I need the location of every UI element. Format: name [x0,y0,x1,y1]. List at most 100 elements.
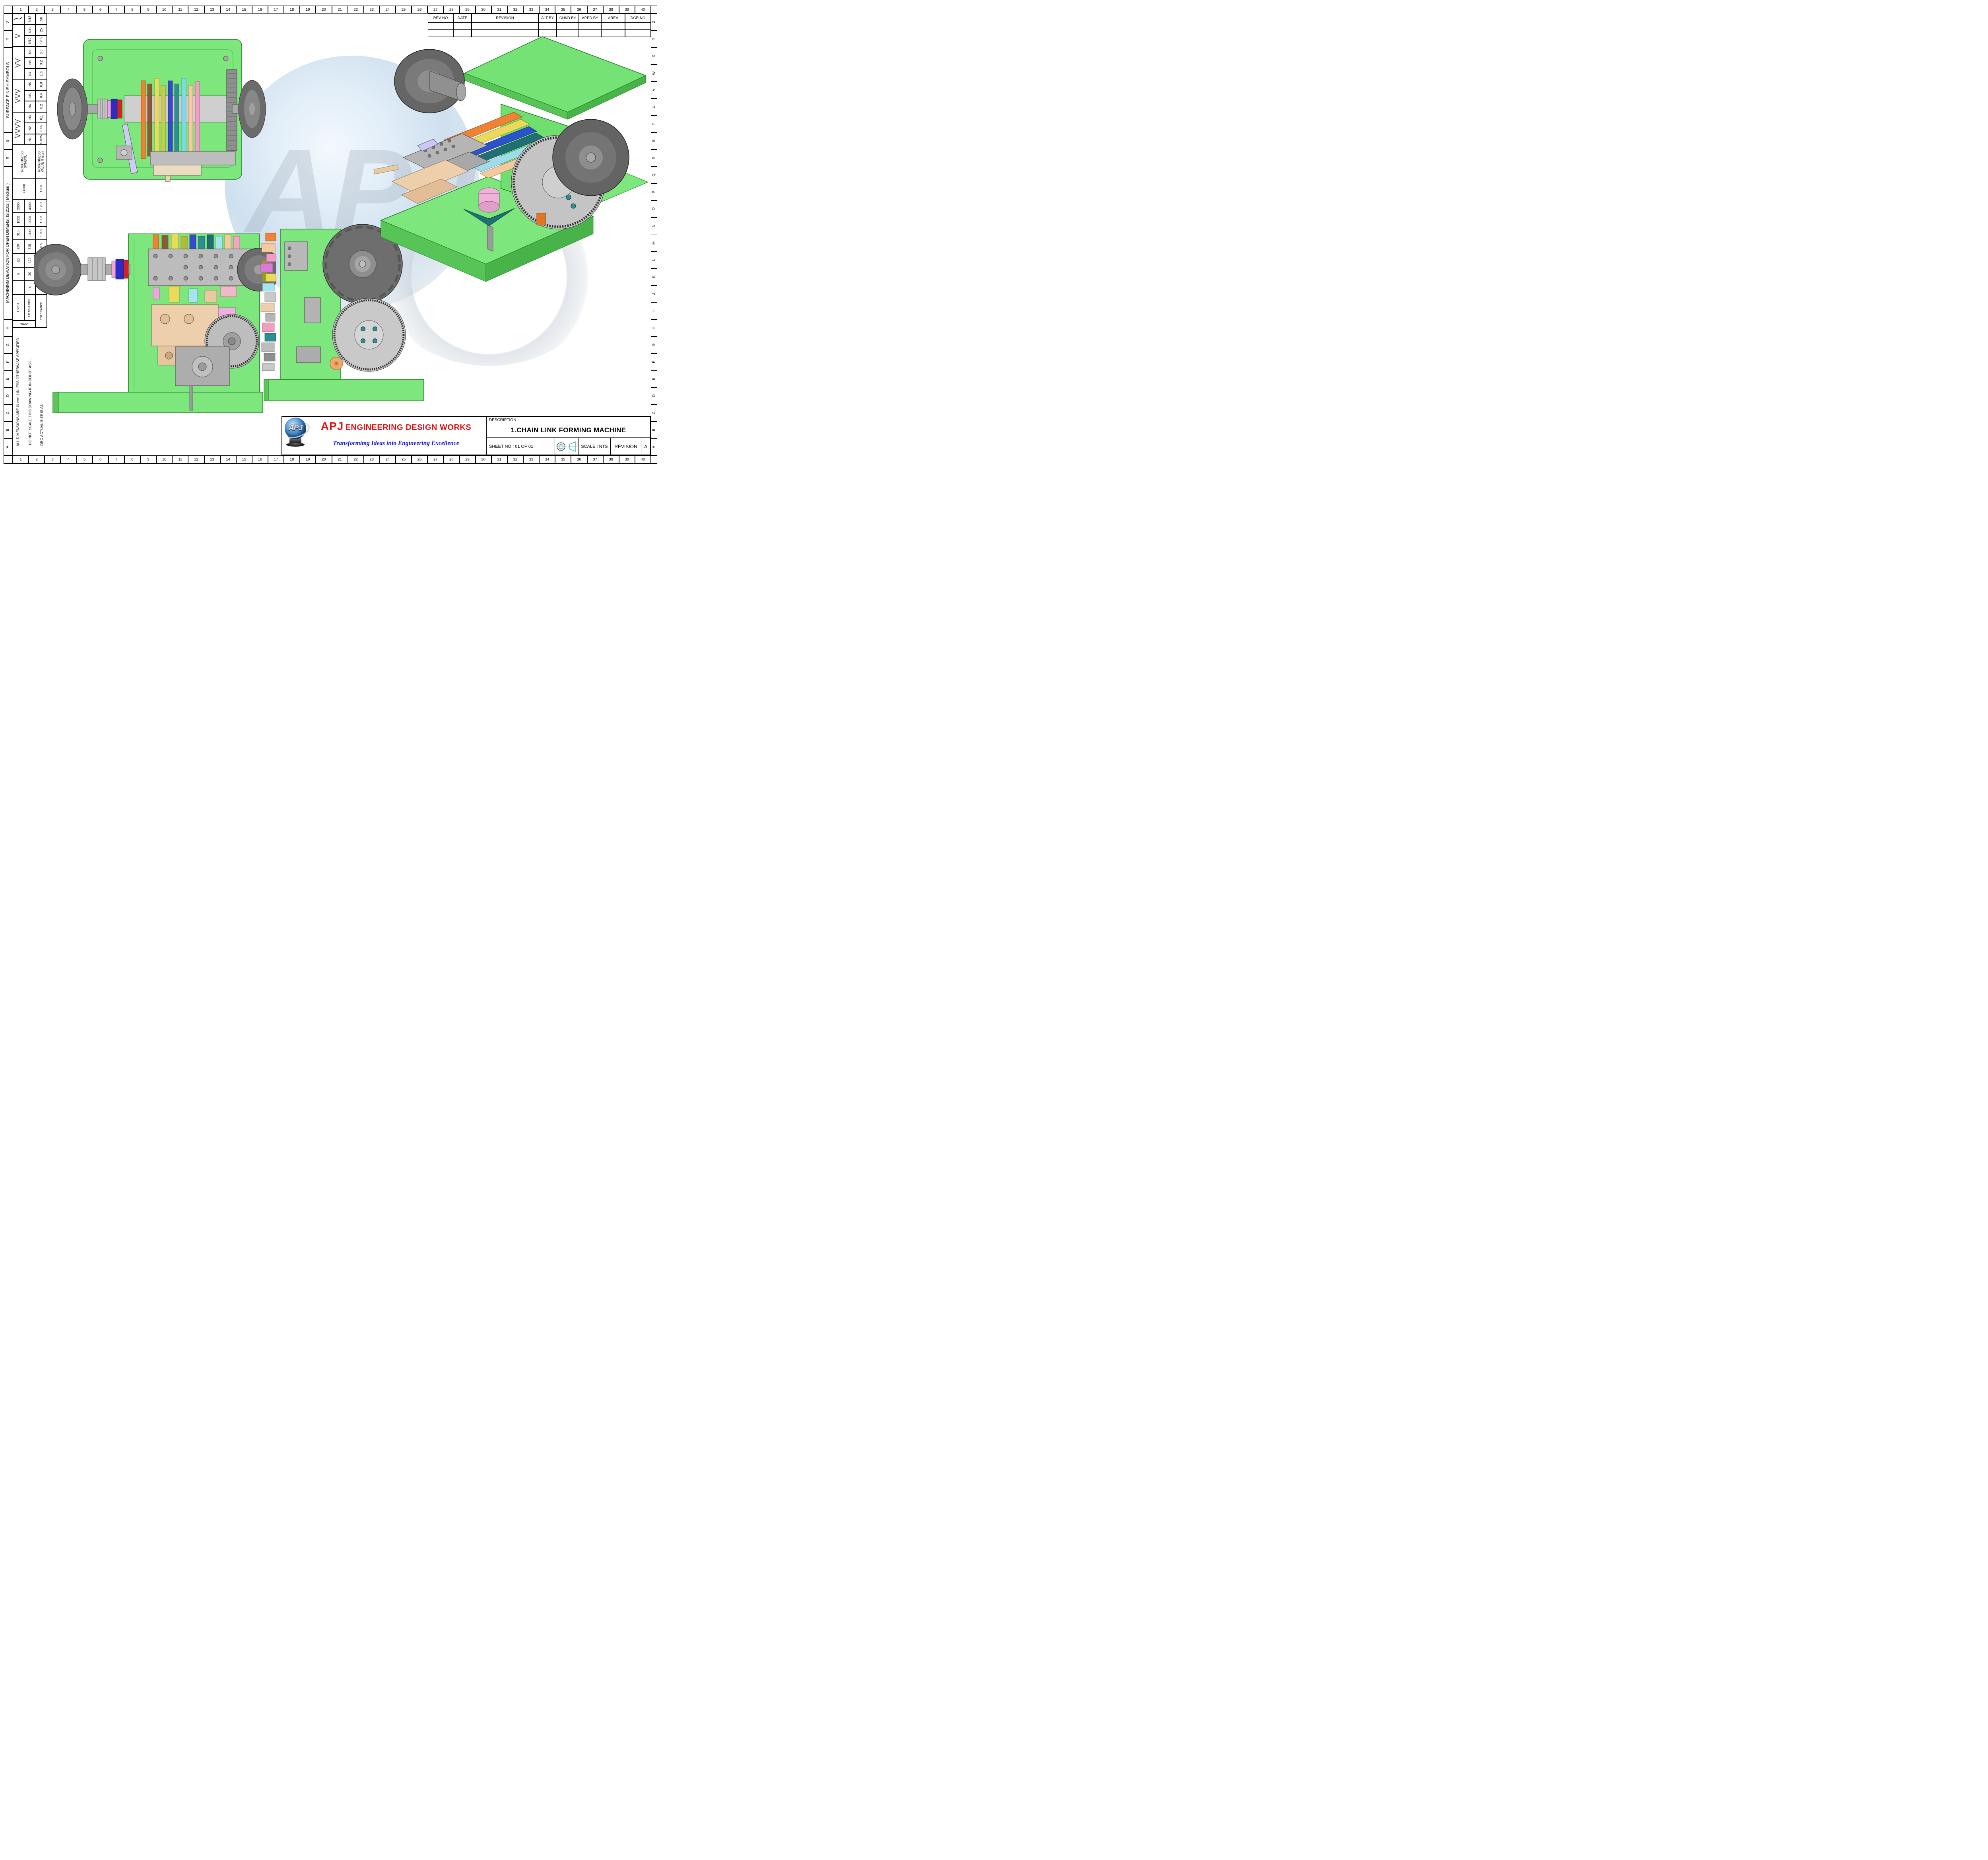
grid-letter-right-L: L [651,251,657,268]
ruler-top-cell-13: 13 [204,6,220,14]
surface-grade-N5: N5 [24,90,35,101]
triangle-4-icon [13,112,24,145]
ruler-top-cell-9: 9 [140,6,157,14]
ruler-top-cell-25: 25 [396,6,412,14]
ruler-top-cell-17: 17 [268,6,284,14]
surface-value-N1: 0.025 [35,134,47,145]
ruler-bottom-cell-24: 24 [379,455,396,464]
ruler-top-cell-11: 11 [172,6,188,14]
machining-over-cell: 315 [13,226,24,240]
surface-grade-N11: N11 [24,24,35,35]
ruler-bottom-cell-16: 16 [252,455,268,464]
ruler-bottom-cell-21: 21 [332,455,348,464]
ruler-top-cell-4: 4 [60,6,77,14]
machining-over-cell: 1000 [13,213,24,227]
ruler-top-cell-40: 40 [635,6,651,14]
grid-letter-left-H: H [4,319,13,336]
isometric-view [373,36,648,282]
ruler-top-cell-16: 16 [252,6,268,14]
ruler-top-cell-37: 37 [587,6,603,14]
grid-letter-right-D: D [651,387,657,404]
ruler-bottom-cell-2: 2 [29,455,45,464]
ruler-bottom-cell-3: 3 [45,455,61,464]
ruler-top-cell-31: 31 [491,6,507,14]
surface-grade-N3: N3 [24,112,35,123]
revision-empty-cell [625,29,651,37]
revision-empty-cell [601,22,625,30]
revision-empty-cell [453,22,472,30]
ruler-top-cell-15: 15 [236,6,252,14]
grid-letter-right-M: M [651,234,657,252]
ruler-bottom-cell-26: 26 [412,455,428,464]
grid-letter-left-Y: Y [4,30,13,48]
ruler-bottom-cell-28: 28 [443,455,460,464]
grid-letter-right-C: C [651,404,657,422]
ruler-bottom-cell-35: 35 [555,455,571,464]
title-block-company-section: APJ APJ ENGINEERING DESIGN WORKS Transfo… [282,417,487,455]
revision-empty-cell [557,29,579,37]
surface-grade-N9: N9 [24,46,35,57]
triangle-2-icon [13,46,24,79]
ruler-top-cell-12: 12 [188,6,204,14]
squiggle-any-finish-icon [13,14,24,25]
ruler-bottom-cell-18: 18 [284,455,300,464]
ruler-bottom-cell-14: 14 [220,455,236,464]
surface-value-N3: 0.1 [35,112,47,123]
ruler-top-cell-14: 14 [220,6,236,14]
machining-over-cell: 120 [13,240,24,254]
company-name-prefix: APJ [320,420,344,432]
grid-letter-right-Y: Y [651,30,657,48]
note-line-1: ALL DIMENSIONS ARE IN mm. UNLESS OTHERWI… [16,337,20,447]
grid-letter-right-V: V [651,81,657,99]
grid-letter-right-Q: Q [651,166,657,184]
surface-grade-N7: N7 [24,68,35,79]
grid-letter-right-X: X [651,47,657,65]
machining-over-cell: 2000 [13,199,24,213]
machining-over-label: OVER [13,294,24,321]
surface-value-N10: 12.5 [35,35,47,47]
title-block-description-section: DESCRIPTION 1.CHAIN LINK FORMING MACHINE… [487,417,650,455]
ruler-top-cell-23: 23 [363,6,380,14]
third-angle-projection-icon [556,440,577,453]
ruler-top-cell-3: 3 [45,6,61,14]
machining-upto-cell: 2000 [24,213,35,227]
grid-letter-left-D: D [4,387,13,404]
surface-grade-N10: N10 [24,35,35,47]
ruler-bottom-cell-39: 39 [619,455,635,464]
ruler-corner-top-left [4,6,13,14]
ruler-bottom-cell-8: 8 [124,455,140,464]
ruler-bottom-cell-17: 17 [268,455,284,464]
title-block-bottom-row: SHEET NO : 01 OF 01 SCALE : NTS REVISION… [487,437,650,455]
ruler-top-cell-28: 28 [443,6,460,14]
machining-tolerance-label: TOLERANCE [35,294,47,328]
ruler-bottom-cell-37: 37 [587,455,603,464]
ruler-corner-top-right [651,6,657,14]
ruler-bottom-cell-38: 38 [603,455,619,464]
surface-value-N11: 25 [35,24,47,35]
front-view-orthographic [34,233,276,413]
revision-empty-cell [538,22,557,30]
grid-letter-left-S: S [4,132,13,150]
drawing-title: 1.CHAIN LINK FORMING MACHINE [511,426,626,434]
revision-header-date: DATE [453,14,472,22]
machining-tolerance-cell: ± 0.8 [35,226,47,240]
machining-tolerance-cell: ± 2.0 [35,199,47,213]
revision-label: REVISION [611,438,641,455]
grid-letter-right-G: G [651,336,657,354]
grid-letter-left-B: B [4,421,13,439]
triangle-1-icon [13,24,24,47]
grid-letter-right-R: R [651,149,657,167]
ruler-bottom-cell-10: 10 [156,455,173,464]
revision-empty-cell [472,29,538,37]
company-logo: APJ [282,417,312,455]
revision-empty-cell [538,29,557,37]
logo-stand [289,438,301,443]
ruler-bottom-cell-40: 40 [635,455,651,464]
machining-upto-cell: 315 [24,240,35,254]
grid-letter-right-A: A [651,438,657,455]
ruler-top-cell-27: 27 [427,6,444,14]
surface-grade-N12: N12 [24,14,35,25]
surface-value-N4: 0.2 [35,101,47,112]
ruler-bottom-cell-12: 12 [188,455,204,464]
